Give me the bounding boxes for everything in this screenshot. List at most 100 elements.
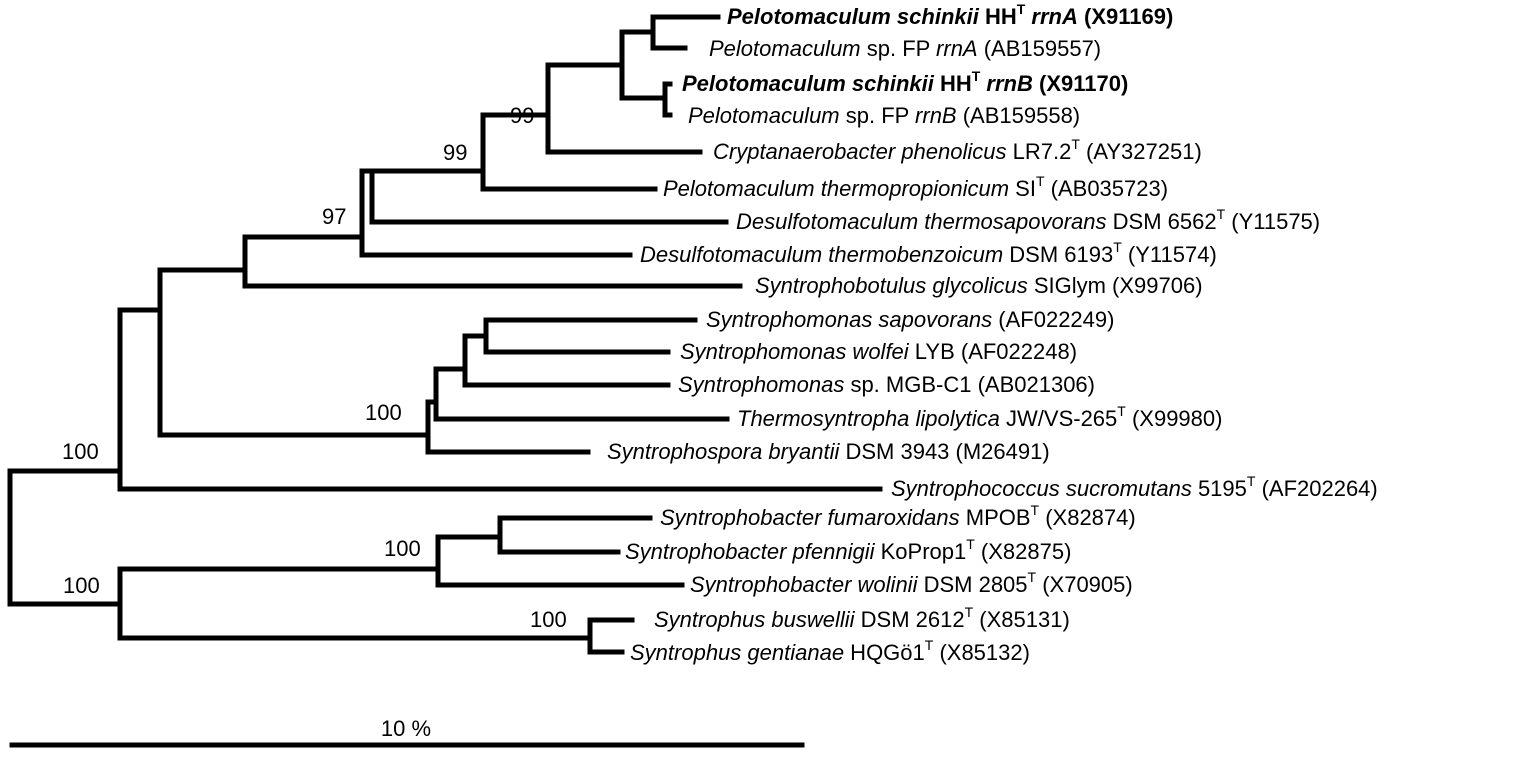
taxon-label-part: (X91170) [1033,71,1128,96]
taxon-label-part: LYB (AF022248) [909,339,1077,364]
type-strain-superscript: T [966,536,975,552]
taxon-label-part: rrnB [986,71,1033,96]
taxon-label: Syntrophococcus sucromutans 5195T (AF202… [891,473,1378,501]
type-strain-superscript: T [1117,403,1126,419]
type-strain-superscript: T [1217,206,1226,222]
type-strain-superscript: T [1036,173,1045,189]
taxon-label-part: DSM 3943 (M26491) [839,439,1049,464]
type-strain-superscript: T [1031,502,1040,518]
taxon-label: Syntrophomonas wolfei LYB (AF022248) [680,339,1077,364]
taxon-label-part: Syntrophobacter pfennigii [625,539,876,564]
taxon-label-part: (Y11575) [1225,209,1320,234]
taxon-label: Thermosyntropha lipolytica JW/VS-265T (X… [737,403,1222,431]
type-strain-superscript: T [965,604,974,620]
taxon-label: Cryptanaerobacter phenolicus LR7.2T (AY3… [713,136,1202,164]
taxon-label-part: Syntrophomonas [678,372,844,397]
taxon-label-part: sp. FP [840,103,915,128]
taxon-label-part: KoProp1 [875,539,967,564]
taxon-label-part: rrnB [915,103,957,128]
taxon-label-part: Pelotomaculum [688,103,840,128]
bootstrap-value: 100 [63,573,100,598]
type-strain-superscript: T [925,637,934,653]
taxon-label-part: (X70905) [1036,572,1133,597]
taxon-label-part: (X99980) [1126,406,1223,431]
type-strain-superscript: T [1017,1,1026,17]
taxon-label: Pelotomaculum thermopropionicum SIT (AB0… [663,173,1168,201]
taxon-label: Syntrophomonas sp. MGB-C1 (AB021306) [678,372,1095,397]
taxon-label-part: MPOB [960,505,1031,530]
taxon-label-part: rrnA [1031,4,1077,29]
taxon-label: Desulfotomaculum thermosapovorans DSM 65… [736,206,1320,234]
type-strain-superscript: T [972,68,981,84]
taxon-label-part: SI [1009,176,1036,201]
taxon-label-part: Pelotomaculum schinkii [727,4,980,29]
taxon-label: Syntrophospora bryantii DSM 3943 (M26491… [607,439,1050,464]
taxon-label-part: SIGlym (X99706) [1028,273,1203,298]
taxon-label: Syntrophus gentianae HQGö1T (X85132) [630,637,1030,665]
taxon-labels: Pelotomaculum schinkii HHT rrnA (X91169)… [607,1,1378,665]
taxon-label: Syntrophobacter wolinii DSM 2805T (X7090… [690,569,1133,597]
type-strain-superscript: T [1028,569,1037,585]
taxon-label-part: DSM 6562 [1107,209,1217,234]
taxon-label-part: Syntrophomonas sapovorans [706,307,992,332]
taxon-label-part: Desulfotomaculum thermobenzoicum [640,242,1003,267]
taxon-label-part: HQGö1 [844,640,925,665]
taxon-label: Pelotomaculum sp. FP rrnB (AB159558) [688,103,1080,128]
taxon-label-part: (X82875) [975,539,1072,564]
bootstrap-value: 100 [365,400,402,425]
type-strain-superscript: T [1247,473,1256,489]
taxon-label-part: Cryptanaerobacter phenolicus [713,139,1007,164]
taxon-label: Syntrophobacter fumaroxidans MPOBT (X828… [660,502,1136,530]
taxon-label-part: DSM 6193 [1003,242,1113,267]
bootstrap-value: 100 [384,536,421,561]
taxon-label: Desulfotomaculum thermobenzoicum DSM 619… [640,239,1217,267]
taxon-label: Syntrophobotulus glycolicus SIGlym (X997… [755,273,1203,298]
taxon-label-part: rrnA [936,36,978,61]
taxon-label-part: (AB035723) [1045,176,1169,201]
bootstrap-labels: 99 99 97 100 100 100 100 100 [62,103,567,632]
taxon-label-part: (AY327251) [1080,139,1202,164]
taxon-label-part: Pelotomaculum [709,36,861,61]
taxon-label: Syntrophus buswellii DSM 2612T (X85131) [654,604,1070,632]
taxon-label: Syntrophomonas sapovorans (AF022249) [706,307,1114,332]
taxon-label: Syntrophobacter pfennigii KoProp1T (X828… [625,536,1071,564]
taxon-label-part: Syntrophospora bryantii [607,439,840,464]
bootstrap-value: 100 [530,607,567,632]
taxon-label-part: (AB159557) [978,36,1102,61]
taxon-label: Pelotomaculum schinkii HHT rrnA (X91169) [727,1,1173,29]
taxon-label-part: DSM 2805 [917,572,1027,597]
taxon-label-part: HH [979,4,1017,29]
taxon-label-part: (X91169) [1078,4,1173,29]
bootstrap-value: 100 [62,439,99,464]
taxon-label: Pelotomaculum schinkii HHT rrnB (X91170) [682,68,1128,96]
bootstrap-value: 97 [322,204,346,229]
taxon-label-part: Pelotomaculum schinkii [682,71,935,96]
taxon-label-part: (Y11574) [1122,242,1217,267]
taxon-label-part: (X85131) [973,607,1070,632]
bootstrap-value: 99 [443,140,467,165]
taxon-label-part: (X82874) [1039,505,1136,530]
tree-branches [7,14,883,748]
taxon-label-part: Syntrophus buswellii [654,607,856,632]
taxon-label-part: sp. FP [861,36,936,61]
taxon-label-part: (AF022249) [992,307,1114,332]
taxon-label-part: Desulfotomaculum thermosapovorans [736,209,1107,234]
taxon-label-part: HH [934,71,972,96]
taxon-label: Pelotomaculum sp. FP rrnA (AB159557) [709,36,1101,61]
taxon-label-part: sp. MGB-C1 (AB021306) [844,372,1095,397]
taxon-label-part: Syntrophus gentianae [630,640,844,665]
taxon-label-part: (X85132) [933,640,1030,665]
taxon-label-part: Pelotomaculum thermopropionicum [663,176,1009,201]
taxon-label-part: DSM 2612 [855,607,965,632]
taxon-label-part: Syntrophobacter fumaroxidans [660,505,960,530]
taxon-label-part: (AB159558) [957,103,1081,128]
taxon-label-part: (AF202264) [1255,476,1377,501]
taxon-label-part: Syntrophomonas wolfei [680,339,910,364]
taxon-label-part: Syntrophobotulus glycolicus [755,273,1028,298]
type-strain-superscript: T [1071,136,1080,152]
bootstrap-value: 99 [510,103,534,128]
scale-bar-label: 10 % [381,716,431,741]
taxon-label-part: Thermosyntropha lipolytica [737,406,1000,431]
